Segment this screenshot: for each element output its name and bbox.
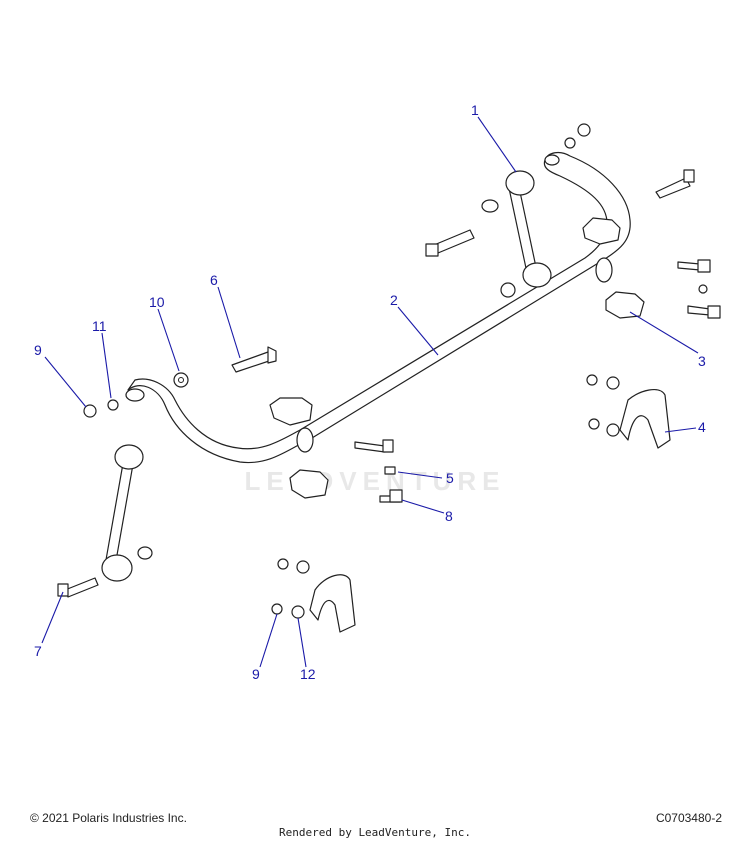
callout-3: 3: [698, 353, 706, 369]
callout-2: 2: [390, 292, 398, 308]
callout-5: 5: [446, 470, 454, 486]
callout-4: 4: [698, 419, 706, 435]
callout-6: 6: [210, 272, 218, 288]
link-rod-left: [101, 444, 153, 582]
stabilizer-bar: [125, 151, 631, 464]
callout-10: 10: [149, 294, 165, 310]
callout-7: 7: [34, 643, 42, 659]
watermark-text: LEADVENTURE: [244, 466, 505, 496]
callout-8: 8: [445, 508, 453, 524]
washers-and-nuts: [83, 123, 708, 619]
bolts: [57, 169, 721, 598]
callout-9-bottom: 9: [252, 666, 260, 682]
callout-9-top: 9: [34, 342, 42, 358]
bushings-and-clamps: [269, 217, 671, 633]
rendered-by-text: Rendered by LeadVenture, Inc.: [278, 826, 472, 839]
leader-lines: [41, 116, 699, 668]
callout-12: 12: [300, 666, 316, 682]
callout-1: 1: [471, 102, 479, 118]
diagram-code: C0703480-2: [655, 811, 722, 825]
callout-labels: 1 2 3 4 5 6 7 8 9 10 11 9 12: [34, 102, 706, 682]
link-rod-right: [481, 170, 552, 298]
callout-11: 11: [92, 318, 107, 334]
copyright-text: © 2021 Polaris Industries Inc.: [30, 811, 187, 825]
